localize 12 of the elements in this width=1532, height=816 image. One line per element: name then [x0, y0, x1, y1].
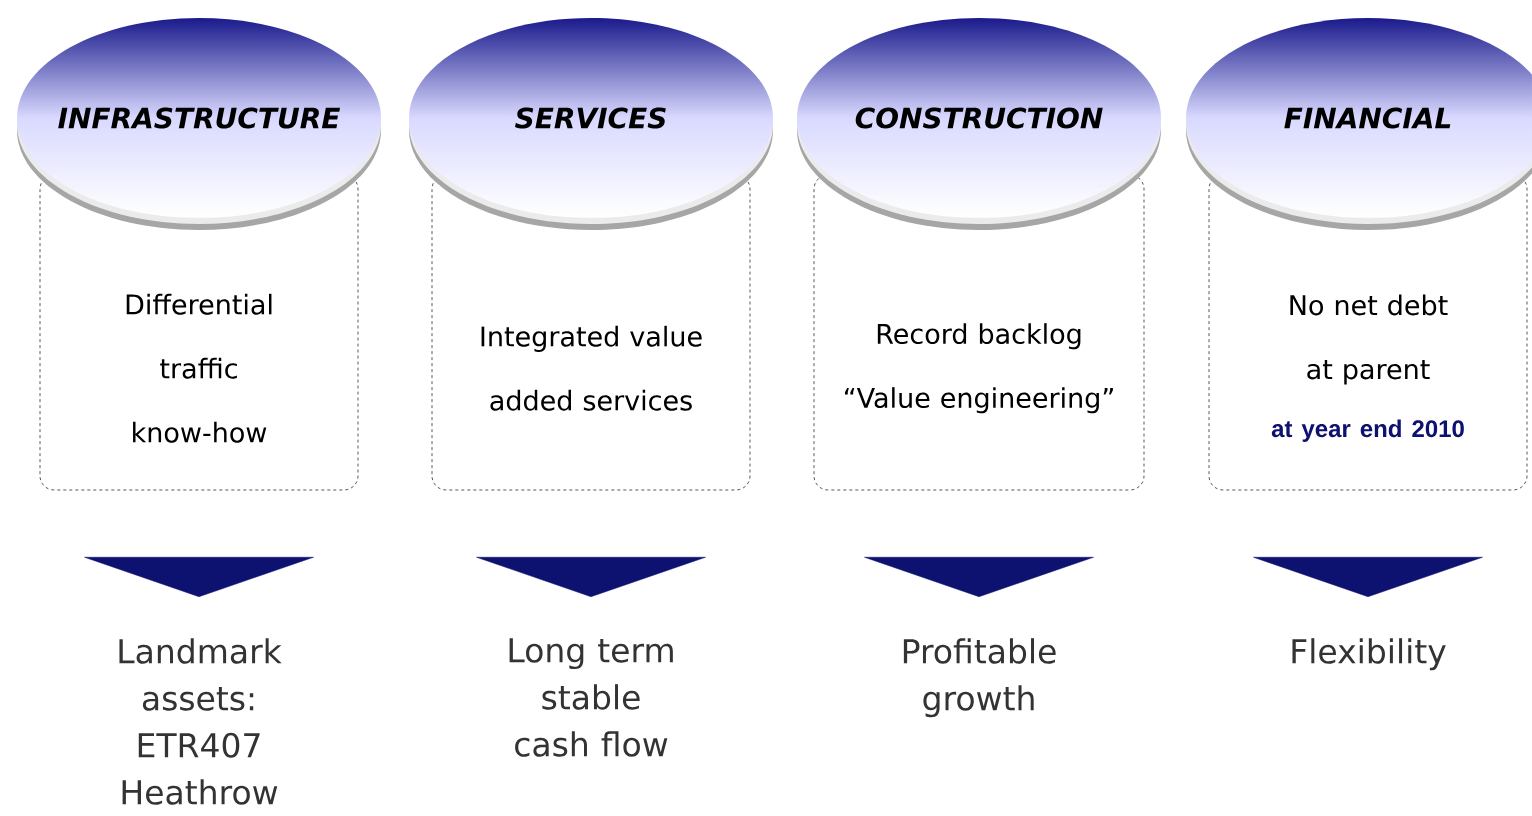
- header-disc: INFRASTRUCTURE: [17, 18, 381, 230]
- chevron-arrow: [864, 556, 1094, 597]
- header-disc: FINANCIAL: [1186, 18, 1532, 230]
- header-disc: SERVICES: [409, 18, 773, 230]
- chevron-arrow: [84, 556, 314, 597]
- chevron-arrow: [476, 556, 706, 597]
- outcome-text: Long term stable cash flow: [509, 638, 673, 757]
- outcome-text: Landmark assets: ETR407 Heathrow: [119, 638, 282, 805]
- outcome-text: Flexibility: [1292, 638, 1446, 671]
- outcome-text: Profitable growth: [903, 638, 1056, 718]
- header-disc: CONSTRUCTION: [797, 18, 1161, 230]
- chevron-arrow: [1253, 556, 1483, 597]
